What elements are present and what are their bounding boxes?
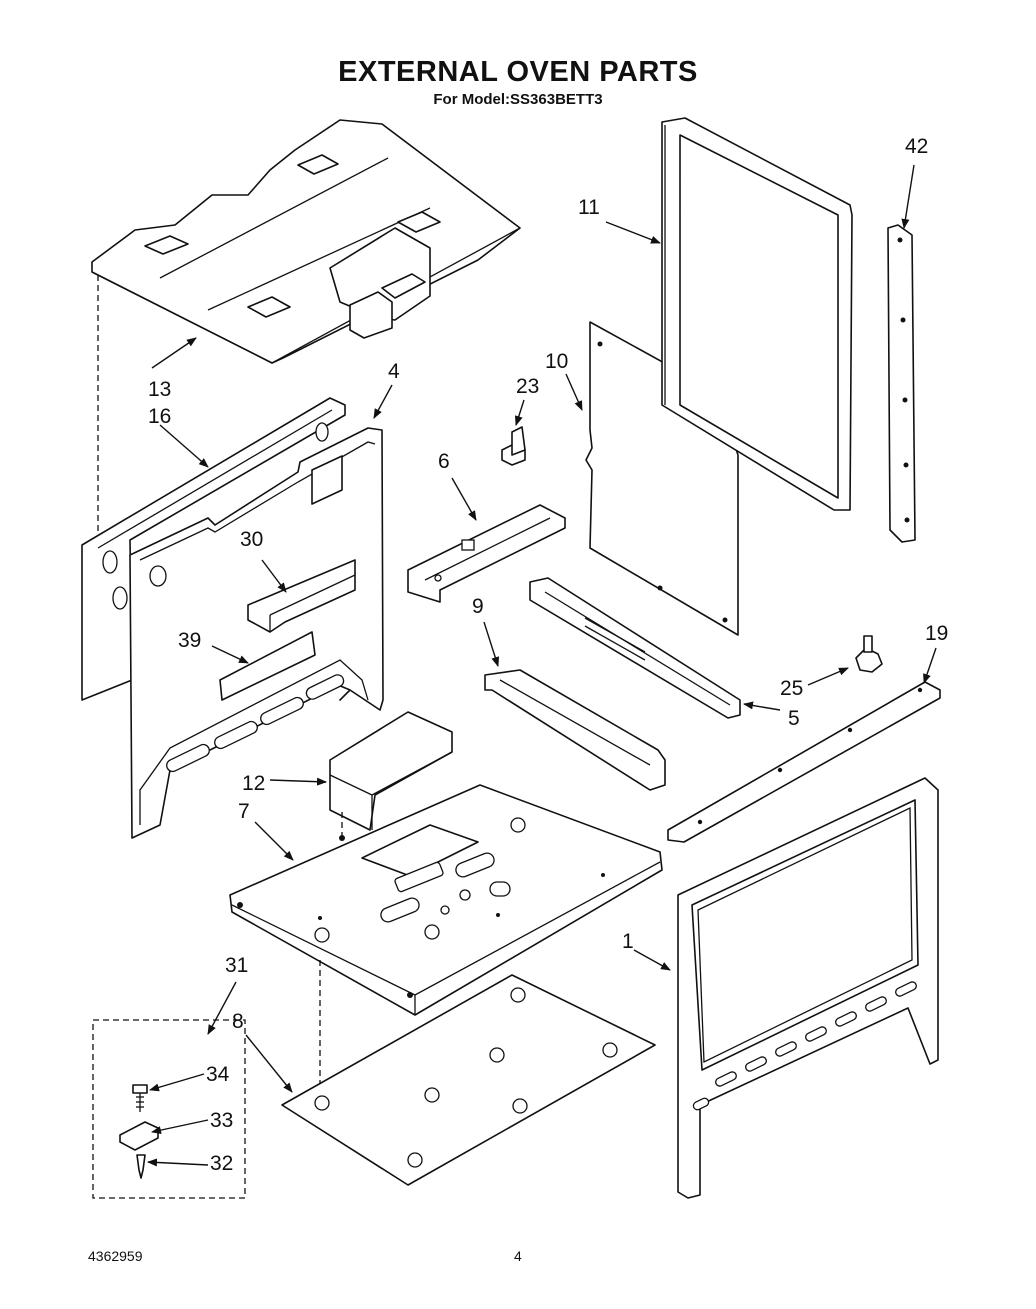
callout-23: 23	[516, 375, 539, 398]
part-33-bracket-clip	[119, 1121, 159, 1151]
page-number: 4	[514, 1248, 522, 1264]
callout-31: 31	[225, 954, 248, 977]
model-subtitle: For Model:SS363BETT3	[433, 91, 603, 108]
callout-8: 8	[232, 1010, 244, 1033]
callout-7: 7	[238, 800, 250, 823]
callout-42: 42	[905, 135, 928, 158]
part-4-rear-panel	[129, 427, 384, 839]
part-8-bottom-plate	[281, 974, 656, 1186]
callout-39: 39	[178, 629, 201, 652]
callout-16: 16	[148, 405, 171, 428]
part-42-trim-strip	[887, 224, 916, 543]
callout-4: 4	[388, 360, 400, 383]
callout-13: 13	[148, 378, 171, 401]
callout-25: 25	[780, 677, 803, 700]
callout-1: 1	[622, 930, 634, 953]
part-9-rail	[484, 669, 666, 791]
part-39-plate	[219, 631, 316, 701]
part-32-pin	[136, 1154, 146, 1179]
part-34-screw	[132, 1084, 148, 1112]
callout-5: 5	[788, 707, 800, 730]
callout-6: 6	[438, 450, 450, 473]
part-11-door-frame	[661, 117, 853, 511]
part-25-leveling-leg	[855, 635, 883, 673]
page-title: EXTERNAL OVEN PARTS	[338, 56, 698, 88]
part-6-channel	[407, 504, 566, 603]
callout-19: 19	[925, 622, 948, 645]
document-number: 4362959	[88, 1248, 143, 1264]
callout-30: 30	[240, 528, 263, 551]
part-16-rear-insulation	[81, 397, 346, 701]
callout-33: 33	[210, 1109, 233, 1132]
part-5-trim-rail	[529, 577, 741, 719]
part-13-top-panel	[91, 119, 521, 364]
part-12-box-cover	[329, 711, 453, 831]
callout-12: 12	[242, 772, 265, 795]
part-30-bracket	[247, 559, 356, 633]
leader-lines	[147, 164, 937, 1167]
part-1-front-frame	[677, 777, 939, 1199]
callout-34: 34	[206, 1063, 230, 1086]
callout-11: 11	[578, 196, 600, 219]
callout-32: 32	[210, 1152, 233, 1175]
callout-10: 10	[545, 350, 568, 373]
callout-9: 9	[472, 595, 484, 618]
part-23-clip	[501, 426, 526, 466]
part-7-base-tray	[229, 784, 663, 1016]
part-31-hardware-kit	[92, 1019, 246, 1199]
